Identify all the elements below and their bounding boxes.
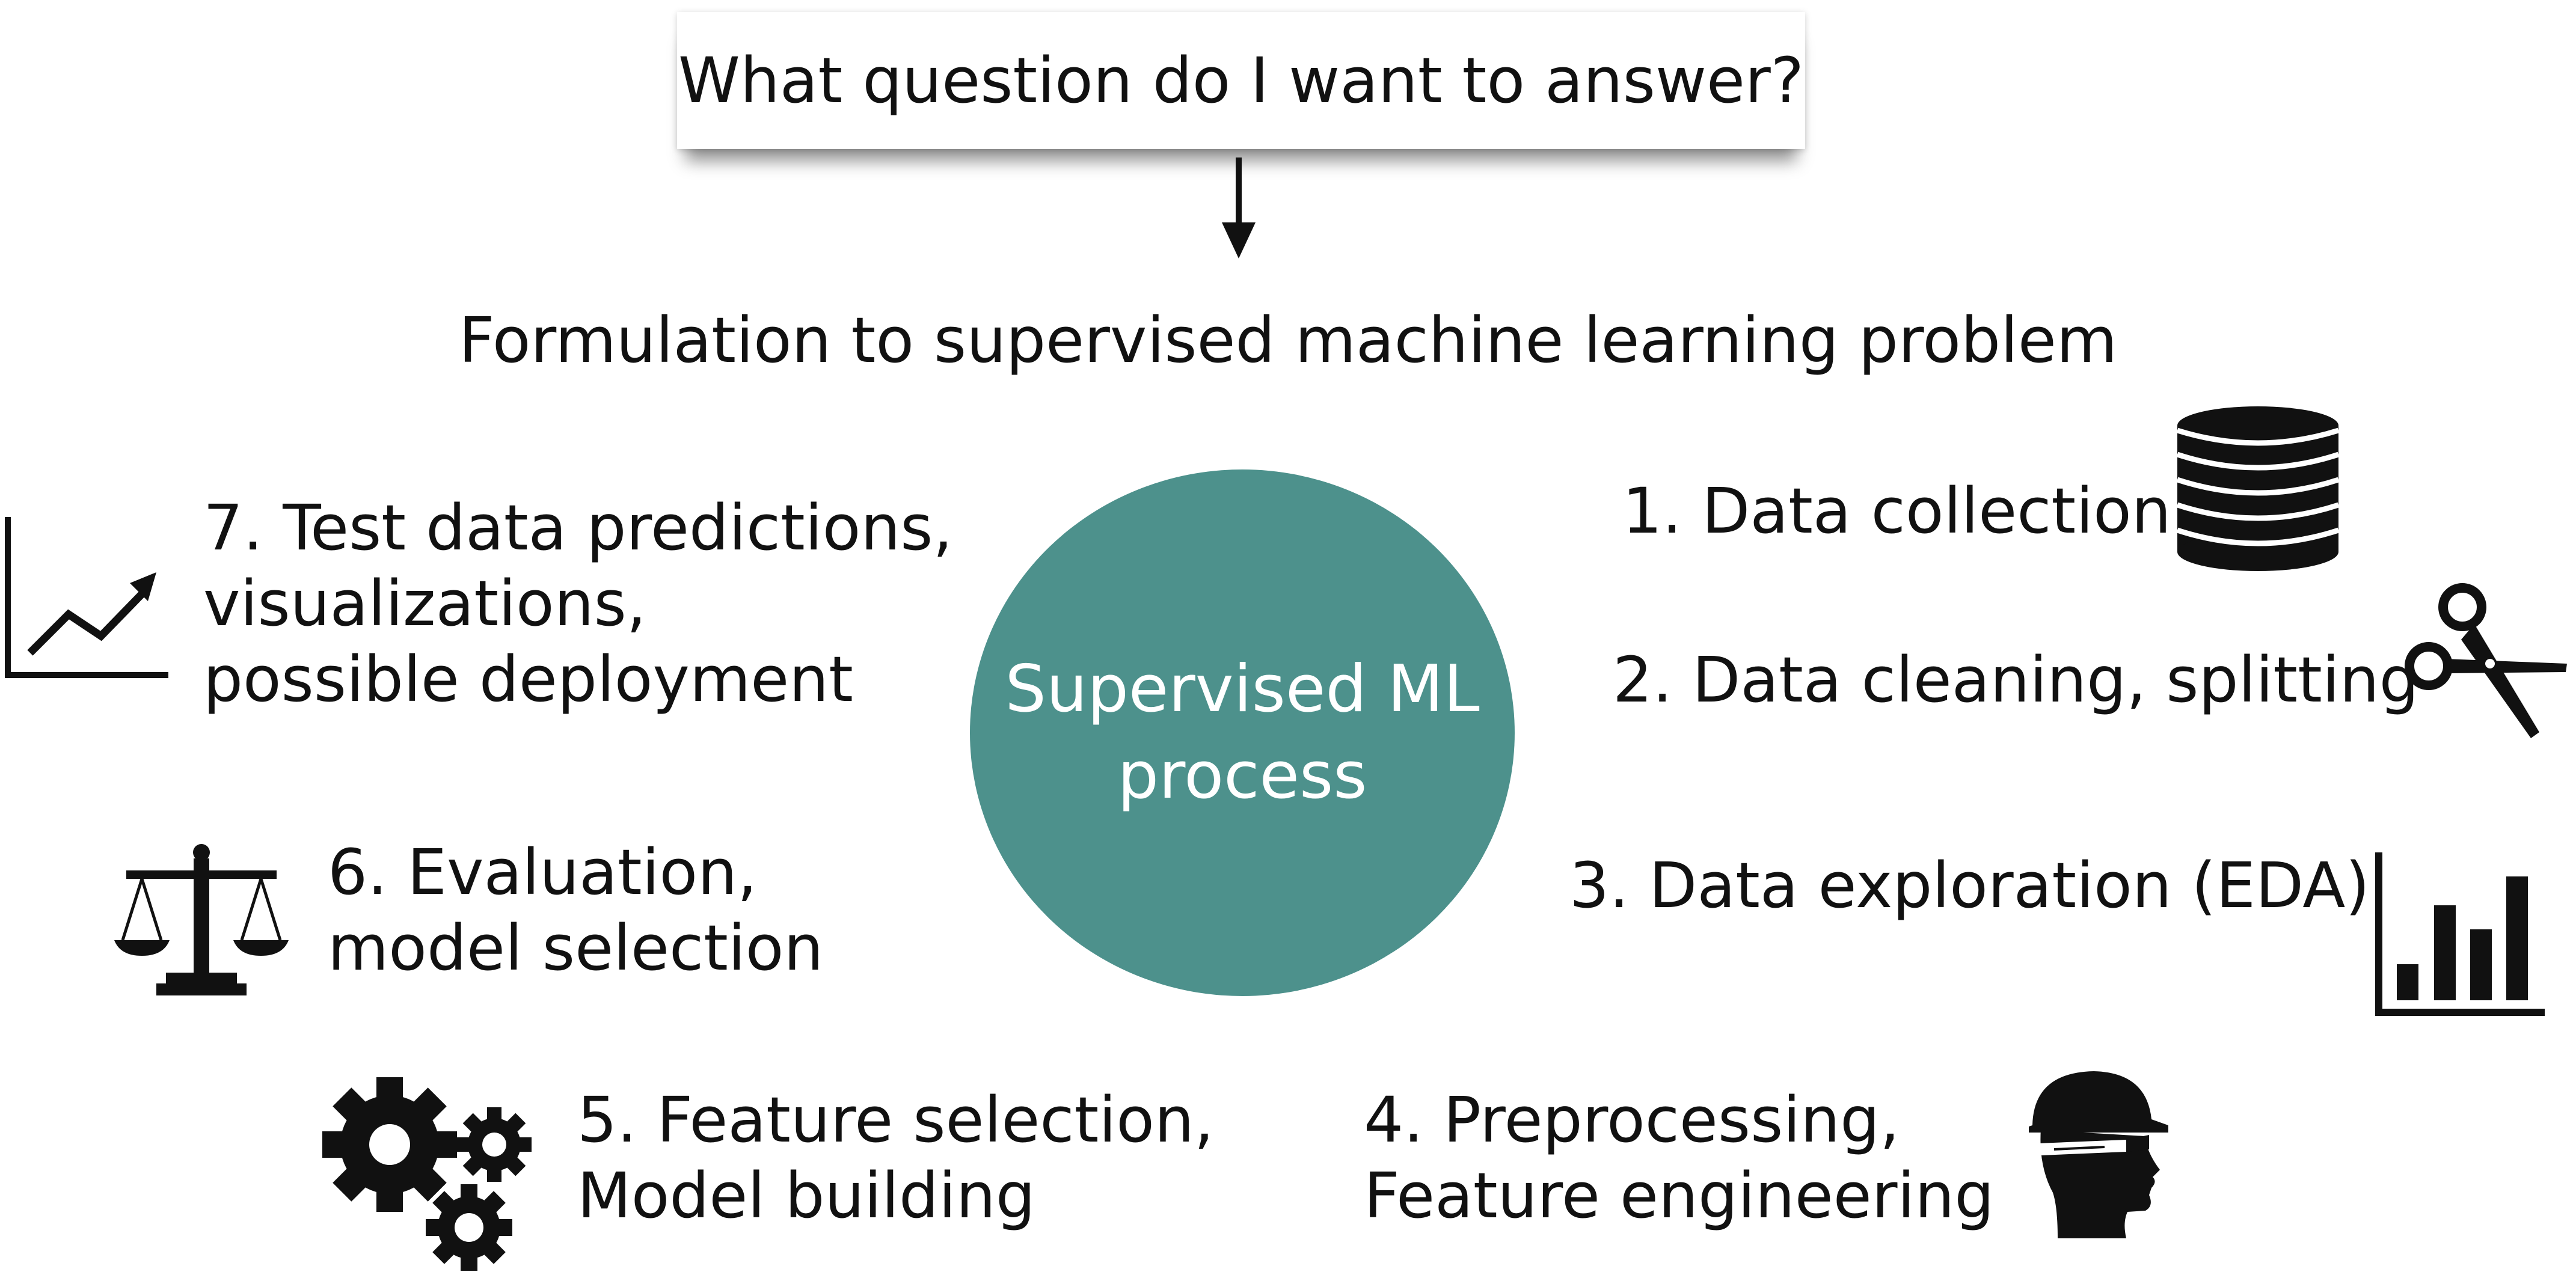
step-label-line3: possible deployment (203, 643, 853, 716)
step-data-cleaning: 2. Data cleaning, splitting (1613, 642, 2419, 718)
step-label-line2: Model building (577, 1159, 1035, 1232)
step-label-line2: model selection (328, 911, 824, 985)
center-title-line2: process (1117, 738, 1367, 813)
step-label-line1: 5. Feature selection, (577, 1083, 1214, 1157)
step-evaluation: 6. Evaluation, model selection (328, 834, 823, 986)
down-arrow-icon (1222, 157, 1256, 258)
question-box: What question do I want to answer? (677, 12, 1805, 149)
center-circle: Supervised ML process (970, 469, 1515, 996)
step-data-exploration: 3. Data exploration (EDA) (1569, 848, 2370, 923)
gears-icon (322, 1077, 532, 1271)
center-title-line1: Supervised ML (1005, 652, 1480, 727)
step-label-line2: Feature engineering (1364, 1159, 1995, 1232)
step-label: 1. Data collection (1622, 474, 2171, 548)
balance-scale-icon (114, 844, 289, 995)
step-label-line1: 6. Evaluation, (328, 836, 758, 909)
trend-chart-icon (5, 517, 168, 678)
step-feature-selection: 5. Feature selection, Model building (577, 1082, 1214, 1234)
step-data-collection: 1. Data collection (1622, 473, 2171, 549)
step-label-line1: 7. Test data predictions, (203, 491, 953, 564)
step-label-line2: visualizations, (203, 567, 646, 640)
step-label: 2. Data cleaning, splitting (1613, 643, 2419, 717)
bar-chart-icon (2375, 852, 2545, 1016)
question-text: What question do I want to answer? (678, 44, 1804, 117)
step-preprocessing: 4. Preprocessing, Feature engineering (1364, 1082, 1994, 1234)
engineer-head-icon (2029, 1071, 2168, 1238)
database-icon (2176, 406, 2340, 571)
formulation-text: Formulation to supervised machine learni… (458, 304, 2118, 377)
step-label-line1: 4. Preprocessing, (1364, 1083, 1900, 1157)
step-label: 3. Data exploration (EDA) (1569, 849, 2370, 922)
step-test-predictions: 7. Test data predictions, visualizations… (203, 490, 952, 717)
scissors-icon (2405, 583, 2567, 738)
